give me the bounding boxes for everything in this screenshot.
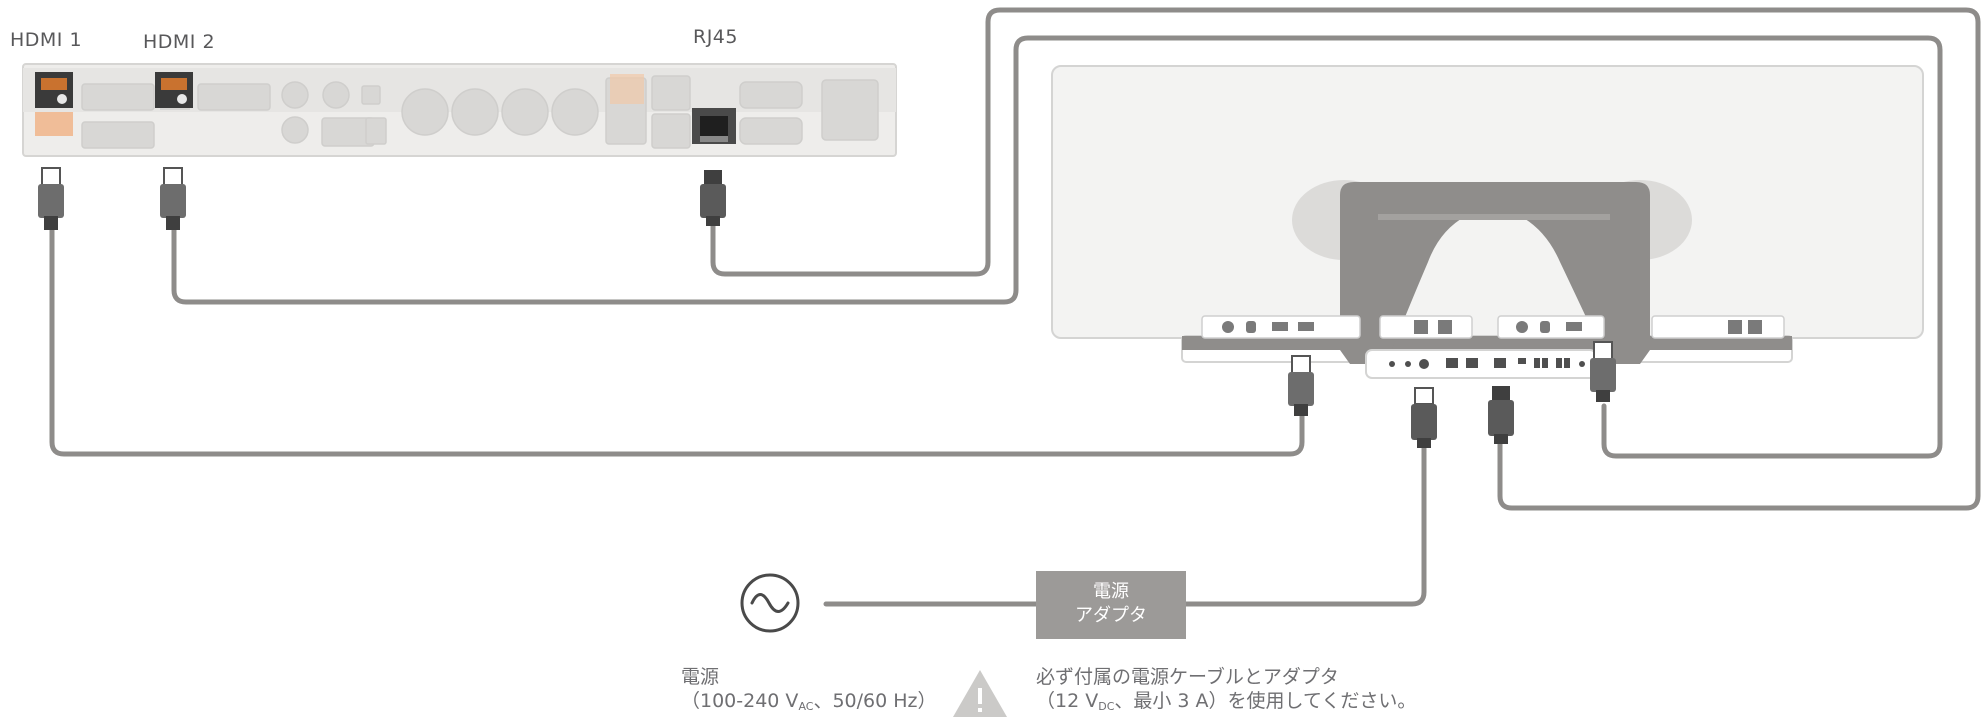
rj45-label: RJ45 <box>693 26 738 48</box>
warning-caption: 必ず付属の電源ケーブルとアダプタ （12 VDC、最小 3 A）を使用してくださ… <box>1036 665 1416 719</box>
codec-unit <box>22 63 897 157</box>
hdmi1-connector <box>38 167 64 230</box>
hdmi1-port <box>35 72 73 136</box>
display-hdmi-right-connector <box>1590 341 1616 402</box>
hdmi2-cable <box>171 35 1943 459</box>
hdmi2-connector <box>160 167 186 230</box>
display-power-connector <box>1411 387 1437 448</box>
display-unit <box>1051 65 1924 379</box>
display-hdmi-left-connector <box>1288 355 1314 416</box>
power-adapter-line2: アダプタ <box>1075 605 1147 626</box>
ac-sine-icon <box>740 573 800 633</box>
power-source-line2: （100-240 VAC、50/60 Hz） <box>681 690 937 713</box>
rj45-connector <box>700 170 726 226</box>
power-adapter: 電源 アダプタ <box>1036 571 1186 639</box>
power-source-line1: 電源 <box>681 666 720 688</box>
hdmi2-label: HDMI 2 <box>143 31 216 53</box>
power-source-caption: 電源 （100-240 VAC、50/60 Hz） <box>681 665 937 719</box>
warning-line2: （12 VDC、最小 3 A）を使用してください。 <box>1036 690 1417 713</box>
power-adapter-line1: 電源 <box>1093 581 1129 602</box>
warning-triangle-icon <box>953 670 1007 717</box>
display-rj45-connector <box>1488 386 1514 444</box>
hdmi2-port <box>155 72 193 108</box>
hdmi1-label: HDMI 1 <box>10 29 83 51</box>
rj45-cable <box>710 7 1981 511</box>
power-cable <box>1183 437 1427 607</box>
rj45-port <box>692 108 736 144</box>
hdmi1-cable <box>49 223 1305 457</box>
warning-line1: 必ず付属の電源ケーブルとアダプタ <box>1036 666 1339 688</box>
cables <box>49 7 1981 607</box>
